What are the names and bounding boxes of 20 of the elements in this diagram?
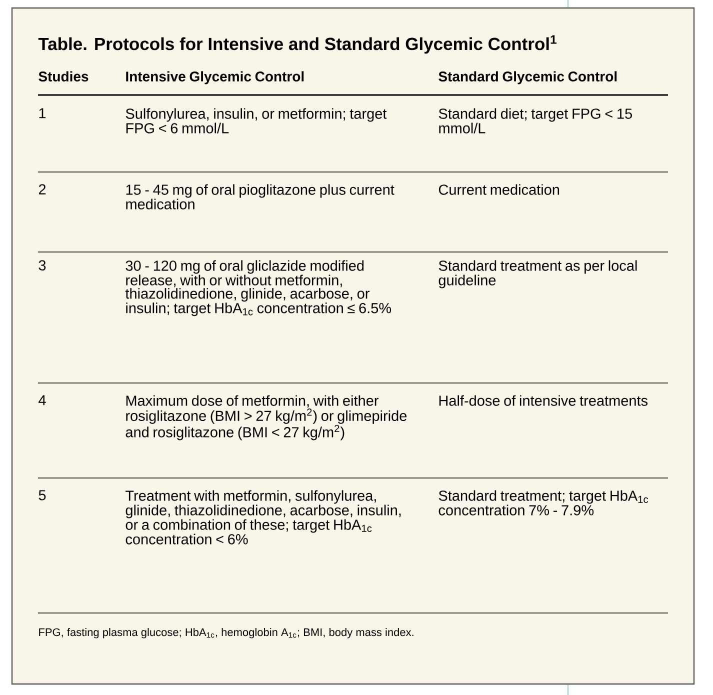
table-cell: 4 bbox=[38, 395, 46, 406]
column-header: Intensive Glycemic Control bbox=[126, 71, 304, 84]
table-cell: 5 bbox=[38, 490, 46, 500]
table-cell: Current medication bbox=[438, 184, 560, 195]
column-header: Standard Glycemic Control bbox=[438, 71, 617, 84]
table-cell: Half-dose of intensive treatments bbox=[439, 395, 648, 406]
table-cell: 30 - 120 mg of oral gliclazide modified release, with or without metformin, thiazolidinedione, glinide, acarbose, or insulin; target HbA$_{1c}$ concentration ≤ 6.5% bbox=[125, 260, 392, 316]
table-cell: 1 bbox=[39, 108, 46, 118]
table-cell: Treatment with metformin, sulfonylurea, glinide, thiazolidinedione, acarbose, insulin, or a combination of these; target HbA$_{1c}$ concentration < 6% bbox=[126, 490, 401, 544]
table-cell: Standard diet; target FPG < 15 mmol/L bbox=[438, 108, 632, 134]
footnote: FPG, fasting plasma glucose; HbA$_{1c}$, hemoglobin A$_{1c}$; BMI, body mass index. bbox=[39, 628, 414, 638]
table-cell: 2 bbox=[38, 184, 46, 194]
table-cell: Sulfonylurea, insulin, or metformin; target FPG < 6 mmol/L bbox=[126, 108, 387, 134]
table-cell: Standard treatment as per local guideline bbox=[438, 260, 637, 288]
table-cell: Maximum dose of metformin, with either rosiglitazone (BMI > 27 kg/m$^{2}$) or glimepiride and rosiglitazone (BMI < 27 kg/m$^{2}$) bbox=[126, 395, 407, 440]
column-header: Studies bbox=[38, 71, 88, 82]
table-title: Table. Protocols for Intensive and Standard Glycemic Control$^{1}$ bbox=[38, 35, 556, 54]
table-cell: 15 - 45 mg of oral pioglitazone plus current medication bbox=[126, 184, 394, 210]
table-cell: Standard treatment; target HbA$_{1c}$ concentration 7% - 7.9% bbox=[438, 490, 648, 516]
table-cell: 3 bbox=[38, 260, 46, 270]
